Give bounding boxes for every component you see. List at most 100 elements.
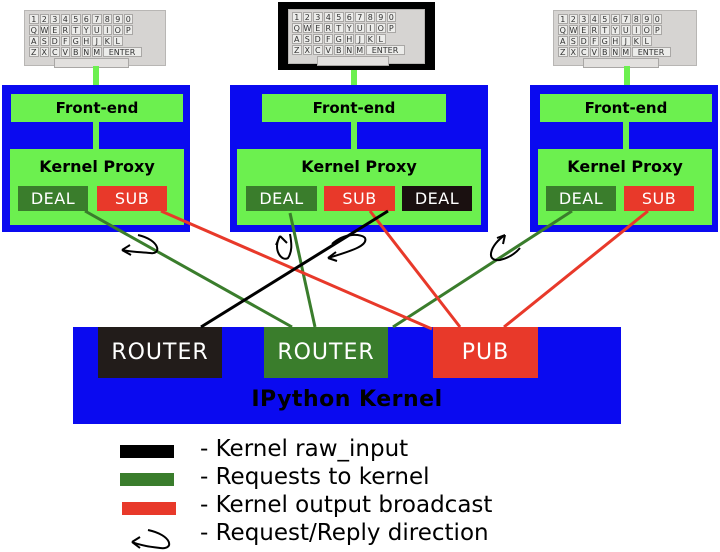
keyboard-key: X	[39, 47, 49, 57]
keyboard-key: W	[39, 25, 49, 35]
keyboard-key: P	[386, 23, 396, 33]
keyboard-key: F	[323, 34, 333, 44]
keyboard-key: Z	[558, 47, 568, 57]
keyboard-key: J	[355, 34, 365, 44]
keyboard-key: S	[568, 36, 578, 46]
keyboard-key: E	[50, 25, 60, 35]
broadcast-line-left	[160, 209, 433, 331]
keyboard-key: K	[365, 34, 375, 44]
legend-label-broadcast: - Kernel output broadcast	[200, 492, 493, 518]
keyboard-key: 0	[123, 14, 133, 24]
connector-keyboard-frontend-middle	[351, 70, 357, 86]
frontend-box: Front-end	[11, 94, 183, 122]
keyboard-key: E	[313, 23, 323, 33]
keyboard-key: X	[302, 45, 312, 55]
broadcast-line-right	[503, 209, 649, 329]
keyboard-key: L	[113, 36, 123, 46]
client-right: Front-end Kernel Proxy DEAL SUB	[530, 85, 718, 232]
keyboard-key: D	[50, 36, 60, 46]
keyboard-key: G	[334, 34, 344, 44]
raw-input-router-socket: ROUTER	[98, 327, 222, 378]
keyboard-key: A	[558, 36, 568, 46]
keyboard-key: T	[71, 25, 81, 35]
raw-input-line	[200, 209, 389, 329]
keyboard-key: H	[344, 34, 354, 44]
keyboard-key: Q	[29, 25, 39, 35]
keyboard-key: 5	[600, 14, 610, 24]
connector-keyboard-frontend-left	[93, 66, 99, 86]
kernel-proxy-box: Kernel Proxy DEAL SUB	[10, 149, 184, 225]
keyboard-key: Y	[610, 25, 620, 35]
request-line-right	[392, 209, 573, 329]
keyboard-key: 8	[365, 12, 375, 22]
keyboard-key: U	[621, 25, 631, 35]
legend-swatch-requests	[120, 473, 174, 486]
keyboard-key: O	[376, 23, 386, 33]
keyboard-key: 3	[579, 14, 589, 24]
connector-frontend-proxy	[351, 122, 357, 149]
keyboard-key: ENTER	[365, 45, 405, 55]
request-reply-arrow-icon	[275, 233, 293, 260]
keyboard-key: B	[334, 45, 344, 55]
legend-label-request-reply: - Request/Reply direction	[200, 520, 489, 546]
keyboard-key: J	[92, 36, 102, 46]
keyboard-key: D	[313, 34, 323, 44]
keyboard-key: 5	[71, 14, 81, 24]
keyboard-key: 3	[50, 14, 60, 24]
connector-keyboard-frontend-right	[624, 66, 630, 86]
keyboard-key: I	[365, 23, 375, 33]
keyboard-key: R	[323, 23, 333, 33]
keyboard-key: D	[579, 36, 589, 46]
deal-socket: DEAL	[546, 186, 616, 211]
frontend-box: Front-end	[540, 94, 712, 122]
keyboard-key: S	[302, 34, 312, 44]
keyboard-key: G	[600, 36, 610, 46]
raw-input-deal-socket: DEAL	[402, 186, 472, 211]
keyboard-key: 4	[589, 14, 599, 24]
keyboard-spacebar	[316, 56, 390, 66]
keyboard-key: O	[113, 25, 123, 35]
kernel-proxy-label: Kernel Proxy	[39, 157, 155, 176]
keyboard-key: C	[313, 45, 323, 55]
keyboard-key: Q	[558, 25, 568, 35]
keyboard-key: 9	[376, 12, 386, 22]
keyboard-spacebar	[583, 58, 660, 68]
client-middle: Front-end Kernel Proxy DEAL SUB DEAL	[230, 85, 488, 232]
keyboard-key: 3	[313, 12, 323, 22]
connector-frontend-proxy	[93, 122, 99, 149]
deal-socket: DEAL	[246, 186, 317, 211]
deal-socket: DEAL	[18, 186, 88, 211]
pub-socket: PUB	[433, 327, 538, 378]
keyboard-key: T	[600, 25, 610, 35]
keyboard-key: O	[642, 25, 652, 35]
keyboard-key: K	[631, 36, 641, 46]
keyboard-key: T	[334, 23, 344, 33]
keyboard-key: N	[344, 45, 354, 55]
keyboard-key: 0	[386, 12, 396, 22]
keyboard-key: L	[642, 36, 652, 46]
keyboard-key: Y	[81, 25, 91, 35]
keyboard-key: G	[71, 36, 81, 46]
keyboard-key: 8	[631, 14, 641, 24]
keyboard-key: 1	[292, 12, 302, 22]
keyboard-key: W	[302, 23, 312, 33]
keyboard-key: V	[60, 47, 70, 57]
keyboard-key: 8	[102, 14, 112, 24]
keyboard-key: 2	[39, 14, 49, 24]
keyboard-key: W	[568, 25, 578, 35]
keyboard-key: I	[631, 25, 641, 35]
keyboard-key: V	[589, 47, 599, 57]
keyboard-key: 6	[344, 12, 354, 22]
keyboard-key: N	[81, 47, 91, 57]
keyboard-key: M	[621, 47, 631, 57]
